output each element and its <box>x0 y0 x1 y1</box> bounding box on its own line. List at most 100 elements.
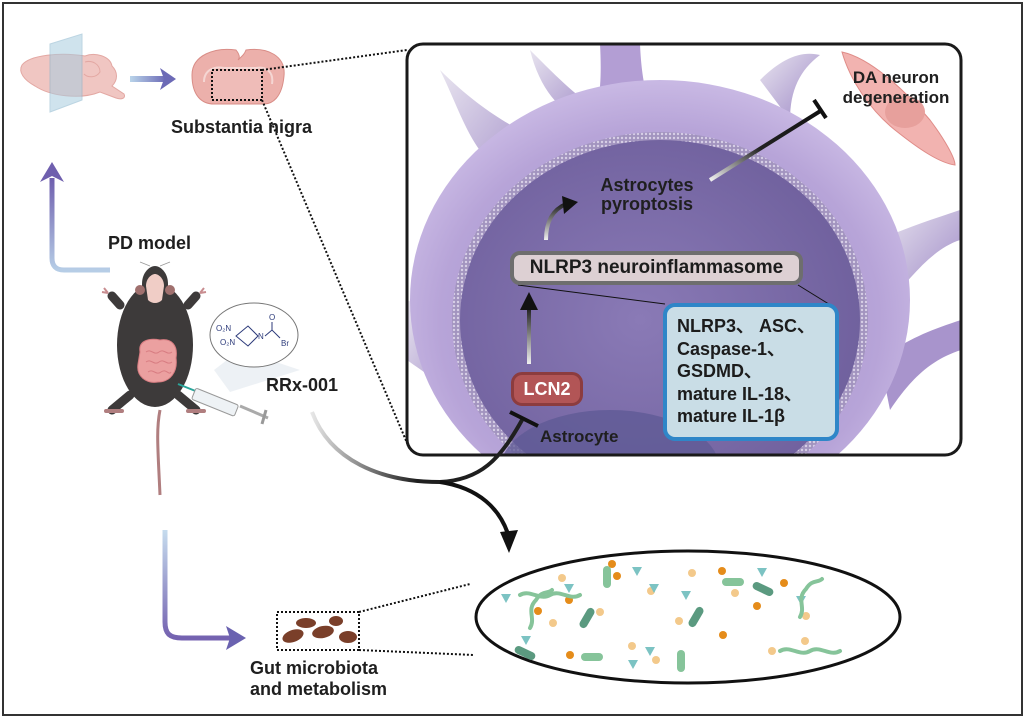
stool-pellets-icon <box>276 611 360 651</box>
inhibit-arrow-pyroptosis-to-neuron <box>708 98 828 182</box>
bacterium-rod <box>722 578 744 586</box>
inset-border <box>405 42 963 457</box>
zoom-region-box-gut <box>276 611 360 651</box>
label-da-line-2: degeneration <box>842 88 950 107</box>
sagittal-brain-icon <box>20 33 125 113</box>
connector-line <box>517 284 666 305</box>
chem-group-n: N <box>258 332 264 341</box>
spiral-bacterium <box>798 577 824 619</box>
zoom-line-bottom <box>261 99 411 451</box>
metabolite-dot <box>613 572 621 580</box>
metabolite-triangle <box>649 584 659 593</box>
spiral-bacterium <box>518 591 582 599</box>
da-neuron-icon <box>841 51 956 166</box>
label-gut-microbiota: Gut microbiota and metabolism <box>250 658 387 700</box>
lcn2-box: LCN2 <box>511 372 583 406</box>
arrow-nlrp3-to-pyroptosis <box>544 196 578 241</box>
metabolite-triangle <box>564 584 574 593</box>
metabolite-dot <box>596 608 604 616</box>
component-item: mature IL-18、 <box>677 383 803 404</box>
metabolite-dot <box>801 637 809 645</box>
metabolite-dot <box>628 642 636 650</box>
syringe-icon <box>177 383 269 425</box>
bacterium-rod <box>581 653 603 661</box>
metabolite-triangle <box>632 567 642 576</box>
arrow-lcn2-to-nlrp3 <box>520 292 538 364</box>
label-drug-rrx-001: RRx-001 <box>266 375 339 395</box>
component-item: Caspase-1、 <box>677 338 786 359</box>
astrocyte-process <box>880 320 961 410</box>
spiral-bacterium <box>778 647 842 655</box>
astrocyte-inset <box>407 44 961 455</box>
component-item: mature IL-1β <box>677 406 786 426</box>
metabolite-triangle <box>757 568 767 577</box>
arrow-to-brain <box>40 162 110 273</box>
zoom-line-gut-top <box>358 583 471 613</box>
bacterium-rod <box>579 607 595 629</box>
label-substantia-nigra: Substantia nigra <box>171 117 313 137</box>
arrow-rrx-to-gut <box>439 480 510 535</box>
spiral-bacterium <box>528 588 554 630</box>
astrocyte-process <box>760 53 820 120</box>
inhibit-arrow-rrx-to-lcn2 <box>310 411 524 485</box>
chem-group-o2n-1: O₂N <box>216 324 231 333</box>
inhibit-bar <box>509 410 539 428</box>
component-item: NLRP3、 ASC、 <box>677 316 816 336</box>
bacterium-rod <box>677 650 685 672</box>
metabolite-dot <box>675 617 683 625</box>
nlrp3-neuroinflammasome-box: NLRP3 neuroinflammasome <box>510 251 803 285</box>
metabolite-triangle <box>628 660 638 669</box>
blue-arrow-right <box>130 68 176 90</box>
bacterium-rod <box>688 606 704 628</box>
metabolite-dot <box>547 541 555 549</box>
bacterium-rod <box>752 582 774 596</box>
zoom-line-gut-bottom <box>358 649 475 656</box>
rrx-001-effect-arrows <box>310 410 539 553</box>
metabolite-dot <box>719 631 727 639</box>
metabolite-triangle <box>521 636 531 645</box>
metabolite-dot <box>558 574 566 582</box>
component-item: GSDMD、 <box>677 361 762 381</box>
label-pyroptosis-line-2: pyroptosis <box>600 194 693 214</box>
label-astrocytes-pyroptosis: Astrocytes pyroptosis <box>582 176 712 214</box>
inflammasome-components-box: NLRP3、 ASC、 Caspase-1、 GSDMD、 mature IL-… <box>663 303 839 441</box>
chem-group-br: Br <box>281 339 289 348</box>
chemical-structure-bubble: O₂N O₂N N O Br <box>209 302 300 392</box>
microbes <box>501 541 842 672</box>
metabolite-triangle <box>645 647 655 656</box>
zoom-line-top <box>261 49 408 71</box>
metabolite-dot <box>718 567 726 575</box>
metabolite-dot <box>534 607 542 615</box>
metabolite-dot <box>731 589 739 597</box>
label-astrocyte: Astrocyte <box>540 427 619 446</box>
bacterium-rod <box>514 646 536 660</box>
chem-group-o2n-2: O₂N <box>220 338 235 347</box>
metabolite-dot <box>608 560 616 568</box>
bacterium-rod <box>603 566 611 588</box>
label-gut-line-2: and metabolism <box>250 679 388 699</box>
label-da-neuron-degeneration: DA neuron degeneration <box>836 68 956 108</box>
zoom-region-box-brain <box>211 69 263 101</box>
metabolite-dot <box>549 619 557 627</box>
label-pd-model: PD model <box>108 233 192 253</box>
metabolite-dot <box>780 579 788 587</box>
metabolite-triangle <box>513 660 523 669</box>
nucleus-shadow <box>500 410 720 455</box>
arrow-to-gut <box>162 530 246 650</box>
label-pyroptosis-line-1: Astrocytes <box>600 175 694 195</box>
mouse-icon <box>101 261 207 496</box>
metabolite-dot <box>802 612 810 620</box>
gut-microbiota-ellipse <box>474 541 902 685</box>
label-da-line-1: DA neuron <box>852 68 940 87</box>
metabolite-dot <box>566 651 574 659</box>
label-gut-line-1: Gut microbiota <box>250 658 379 678</box>
coronal-brain-slice-icon <box>191 48 285 105</box>
nlrp3-label: NLRP3 neuroinflammasome <box>529 257 784 278</box>
chem-group-o: O <box>269 313 275 322</box>
metabolite-dot <box>652 656 660 664</box>
metabolite-dot <box>753 602 761 610</box>
metabolite-triangle <box>501 594 511 603</box>
connector-line <box>797 284 833 307</box>
